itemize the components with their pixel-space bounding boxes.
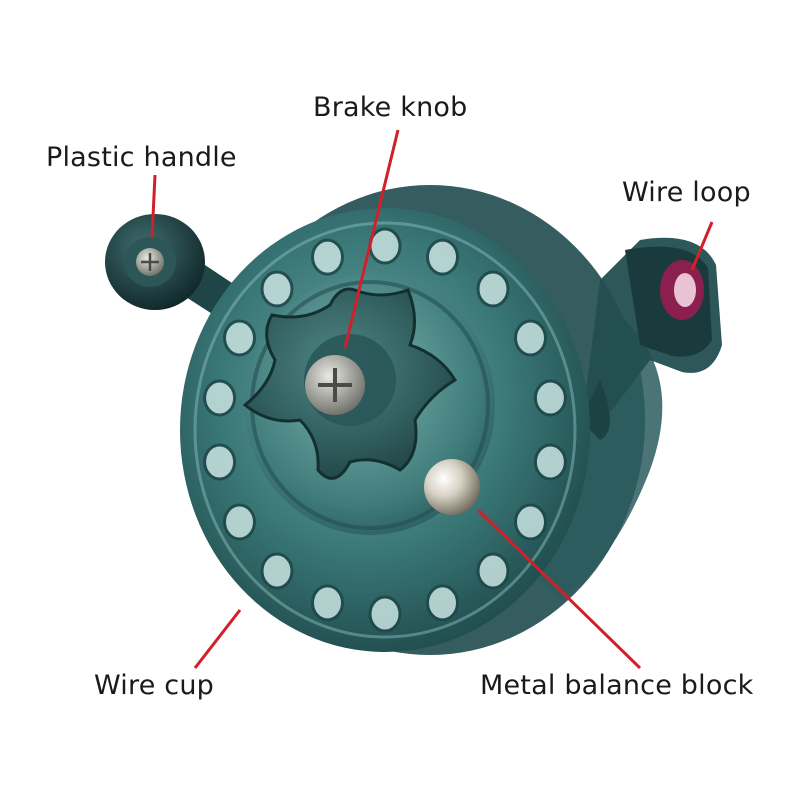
leader-line-brake-knob	[343, 129, 400, 349]
spool-hole	[260, 552, 294, 590]
label-wire-loop: Wire loop	[622, 177, 751, 208]
brake-knob	[242, 287, 458, 480]
leader-lines	[150, 129, 714, 670]
spool-hole	[203, 443, 237, 481]
label-plastic-handle: Plastic handle	[46, 142, 237, 173]
spool-hole	[368, 227, 402, 265]
label-metal-balance-block: Metal balance block	[480, 670, 754, 701]
spool-hole	[223, 503, 256, 541]
spool-hole	[514, 319, 547, 357]
label-brake-knob: Brake knob	[313, 92, 468, 123]
spool-holes	[203, 227, 567, 633]
spool-hole	[426, 584, 459, 622]
spool-hole	[476, 552, 510, 590]
spool-hole	[203, 379, 237, 417]
leader-line-metal-balance-block	[476, 508, 642, 670]
spool-hole	[260, 270, 294, 308]
spool-hole	[368, 595, 402, 633]
leader-line-wire-cup	[193, 609, 242, 669]
spool-hole	[223, 319, 256, 357]
spool-hole	[533, 443, 567, 481]
spool-hole	[514, 503, 547, 541]
spool-hole	[533, 379, 567, 417]
spool-hole	[311, 238, 344, 276]
label-wire-cup: Wire cup	[94, 670, 215, 701]
spool-hole	[311, 584, 344, 622]
leader-line-plastic-handle	[150, 174, 157, 239]
metal-balance-block	[424, 459, 480, 515]
spool-hole	[426, 238, 459, 276]
spool-hole	[476, 270, 510, 308]
leader-line-wire-loop	[690, 221, 714, 271]
